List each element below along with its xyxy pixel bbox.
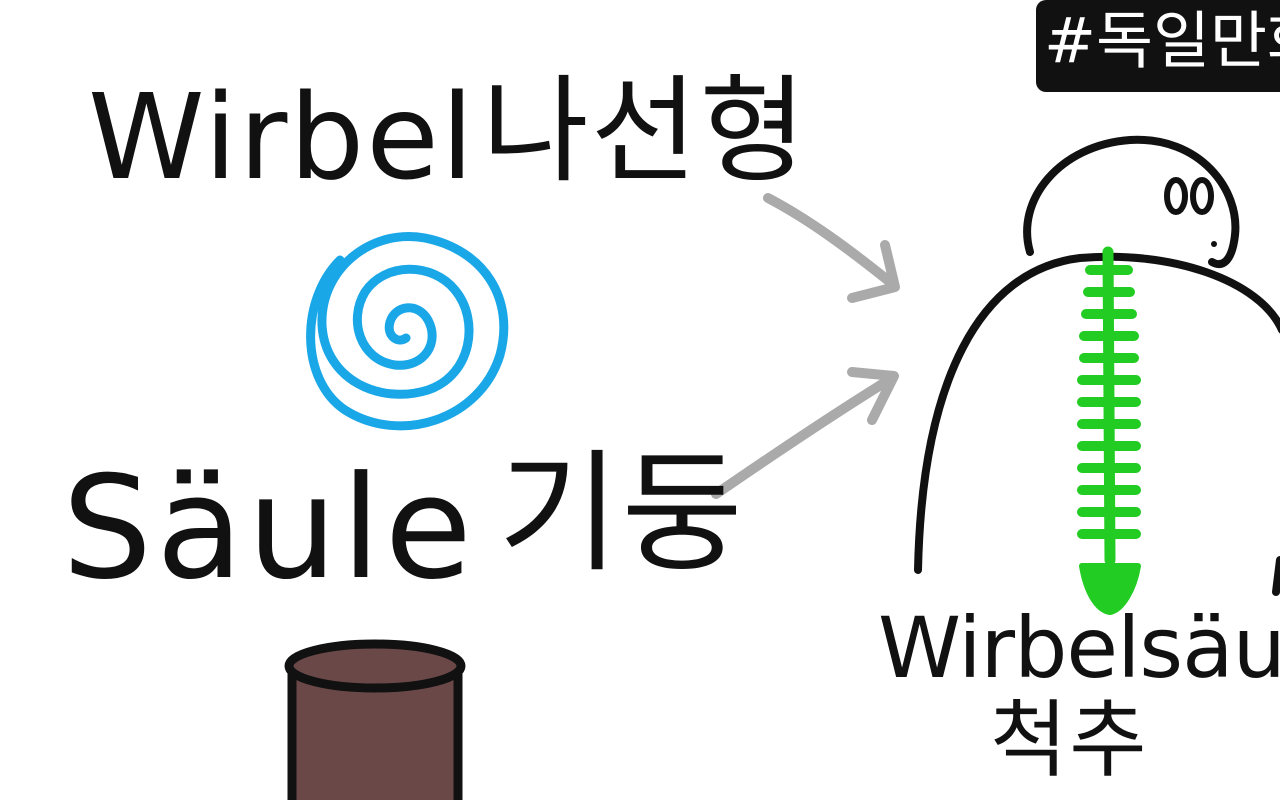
hashtag-badge <box>1036 0 1280 92</box>
arrow-column-to-spine <box>711 367 899 499</box>
spine-german-label: Wirbelsäule <box>878 599 1280 697</box>
pillar-icon <box>284 639 466 800</box>
character-figure <box>914 135 1280 596</box>
eye-right <box>1190 177 1214 215</box>
spine-korean-label: 척추 <box>990 691 1149 789</box>
column-german-label: Säule <box>62 446 476 611</box>
vortex-german-label: Wirbel <box>88 68 476 206</box>
hashtag-label: #독일만화 <box>1044 4 1280 77</box>
spiral-icon <box>306 232 509 431</box>
vortex-korean-label: 나선형 <box>482 64 809 199</box>
arrow-vortex-to-spine <box>763 193 900 303</box>
eye-left <box>1164 177 1188 215</box>
spine-icon <box>1077 246 1141 615</box>
column-korean-label: 기둥 <box>498 437 745 591</box>
